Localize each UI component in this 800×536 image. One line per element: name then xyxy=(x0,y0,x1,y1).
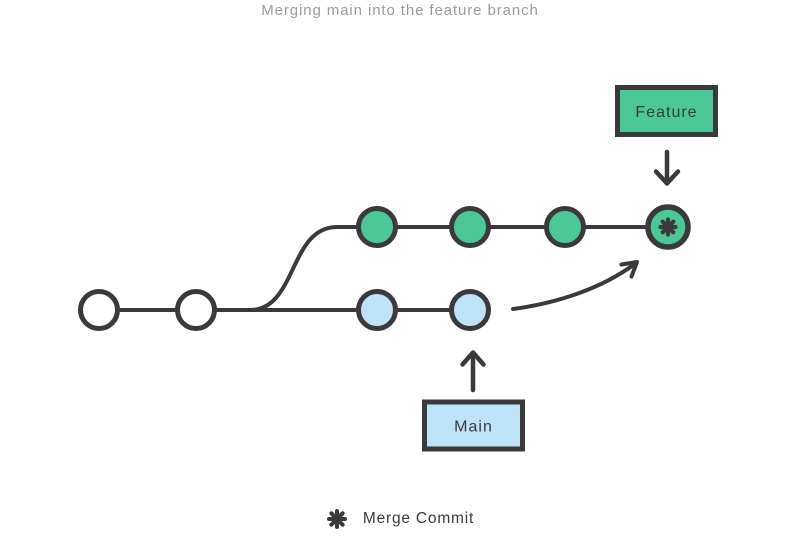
main-branch-label: Main xyxy=(422,350,525,452)
main-label: Main xyxy=(454,419,493,436)
diagram-title: Merging main into the feature branch xyxy=(261,2,539,19)
main-pointer-arrow-up xyxy=(460,350,486,393)
commit-node-feature-2 xyxy=(449,206,491,248)
commit-node-feature-1 xyxy=(356,206,398,248)
feature-label: Feature xyxy=(635,104,697,121)
feature-branch-label: Feature xyxy=(615,85,718,186)
merge-commit-icon xyxy=(658,217,678,237)
legend: Merge Commit xyxy=(0,508,800,530)
arrow-head xyxy=(460,350,486,367)
branch-fork-curve xyxy=(248,225,339,312)
merge-commit-icon-stroke xyxy=(660,219,676,235)
commit-node-feature-3 xyxy=(544,206,586,248)
merge-arrow xyxy=(511,260,639,311)
commit-node-shared-1 xyxy=(78,289,120,331)
legend-merge-commit-icon xyxy=(326,509,347,529)
legend-merge-commit-label: Merge Commit xyxy=(362,510,475,527)
feature-pointer-arrow-down xyxy=(653,149,681,186)
commit-node-main-1 xyxy=(356,289,398,331)
commit-node-main-2 xyxy=(449,289,491,331)
merge-arrow-head xyxy=(619,260,639,279)
commit-node-shared-2 xyxy=(175,289,217,331)
merge-arrow-curve xyxy=(511,261,638,311)
feature-label-box xyxy=(615,85,718,137)
arrow-head xyxy=(653,169,681,186)
main-label-box xyxy=(422,399,525,452)
